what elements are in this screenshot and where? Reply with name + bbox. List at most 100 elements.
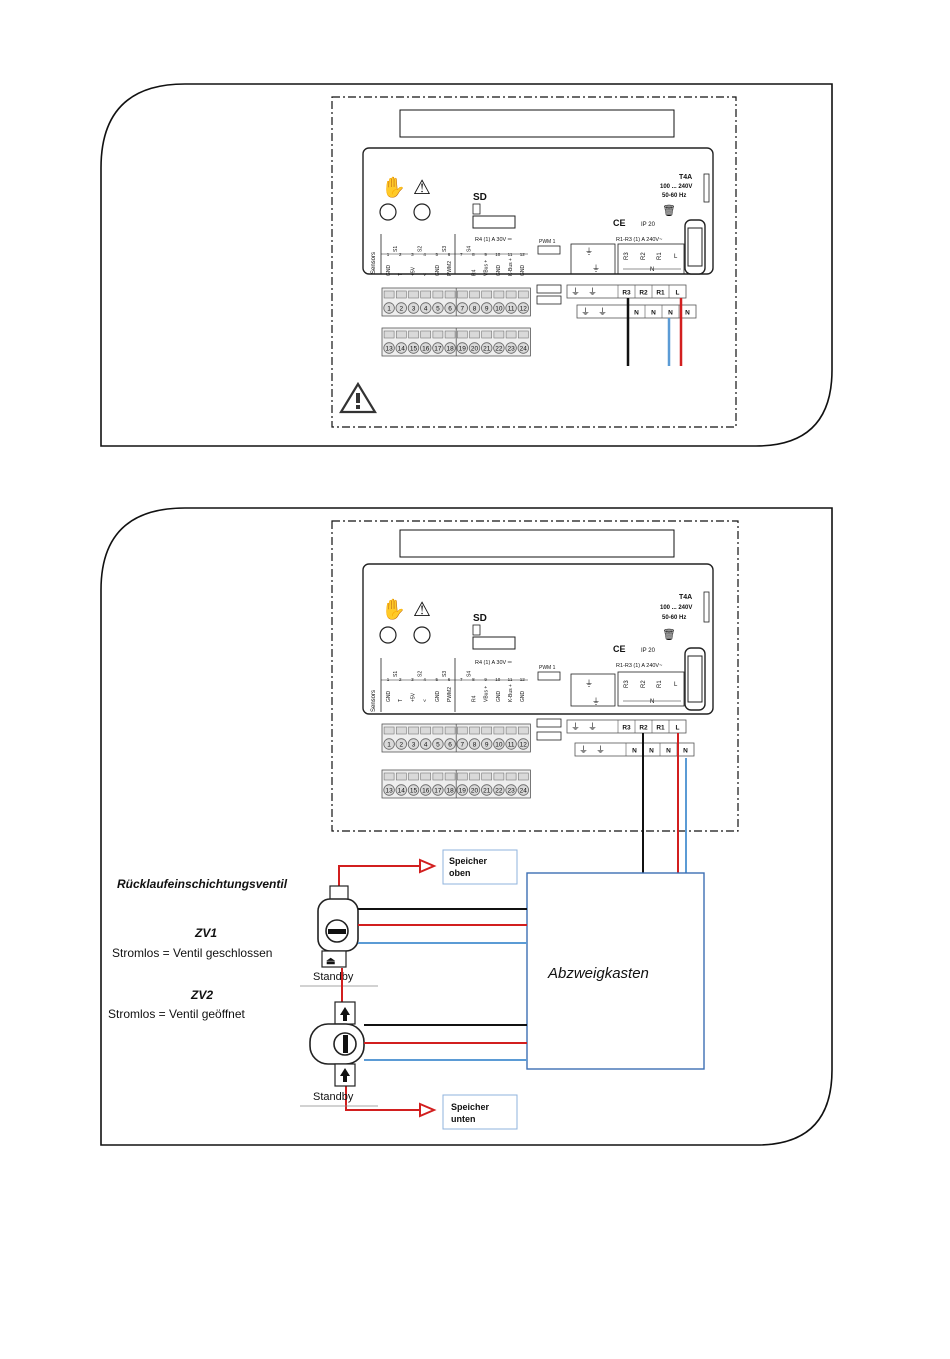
- terminal-row2-terminal-number: 22: [495, 346, 503, 353]
- terminal-row2-screw: [383, 772, 395, 781]
- ground-terminal-icon: ⏚: [571, 722, 580, 732]
- relay-label-r3: R3: [624, 680, 630, 688]
- relay-terminal-label: R2: [639, 290, 648, 297]
- button-warning[interactable]: [413, 203, 431, 221]
- terminal-row2-terminal-number: 20: [471, 346, 479, 353]
- terminal-row1-screw: [505, 290, 517, 299]
- terminal-row2-terminal: [468, 784, 481, 796]
- sensor-pin-number: 11: [508, 252, 513, 257]
- terminal-row2-terminal-number: 13: [385, 788, 393, 795]
- terminal-row1-terminal: [420, 738, 432, 750]
- sensor-pin-number: 3: [411, 677, 414, 682]
- terminal-row1-terminal-number: 6: [448, 742, 452, 749]
- terminal-row2-terminal-number: 17: [434, 346, 442, 353]
- sensor-pin-number: 10: [495, 677, 501, 682]
- sensor-group-label: S3: [442, 671, 448, 677]
- sensor-group-label: S4: [466, 671, 472, 677]
- relay-label-r1: R1: [657, 680, 663, 688]
- sensor-pin-label: GND: [496, 691, 502, 703]
- terminal-row2-terminal-number: 24: [520, 346, 528, 353]
- sensor-pin-number: 8: [472, 677, 475, 682]
- terminal-row2-terminal: [517, 784, 530, 796]
- relay-label-l: L: [674, 682, 678, 688]
- panel-2-border: [100, 507, 833, 1146]
- terminal-row1-screw: [408, 290, 419, 299]
- button-hand[interactable]: [379, 626, 397, 644]
- sensor-group-label: S4: [466, 246, 472, 252]
- neutral-terminal: [576, 304, 697, 319]
- relay-label-r1: R1: [657, 252, 663, 260]
- pwm-side-connector-a: [536, 284, 562, 294]
- terminal-row1-screw: [517, 726, 529, 735]
- terminal-row1-terminal: [444, 302, 456, 314]
- ground-terminal-icon: ⏚: [579, 745, 588, 755]
- terminal-row2-terminal-number: 23: [507, 346, 515, 353]
- fuse-symbol: [703, 173, 710, 203]
- terminal-row2-terminal-number: 22: [495, 788, 503, 795]
- terminal-row2-terminal: [383, 784, 395, 796]
- sensor-pin-label: GND: [520, 265, 526, 277]
- terminal-row2-terminal-number: 24: [520, 788, 528, 795]
- terminal-row1-terminal-number: 12: [520, 306, 528, 313]
- sd-label: SD: [473, 613, 487, 624]
- hand-icon: ✋: [381, 597, 406, 621]
- terminal-row2-terminal: [505, 342, 517, 354]
- terminal-row2-screw: [517, 330, 529, 339]
- button-hand[interactable]: [379, 203, 397, 221]
- ground-terminal-icon: ⏚: [581, 307, 590, 317]
- sensor-pin-label: K-Bus +: [508, 258, 514, 276]
- relay-label-r2: R2: [641, 680, 647, 688]
- terminal-row1-terminal-number: 8: [473, 306, 477, 313]
- ground-icon: ⏚: [585, 247, 593, 256]
- relay-terminal-label: R3: [622, 725, 631, 732]
- relay-label-l: L: [674, 254, 678, 260]
- neutral-terminal-label: N: [634, 310, 639, 317]
- terminal-row2-terminal-number: 15: [410, 346, 418, 353]
- sensor-pin-number: 2: [399, 677, 402, 682]
- terminal-row1-terminal: [407, 738, 420, 750]
- fuse-symbol: [703, 591, 710, 623]
- terminal-row1-terminal: [481, 738, 493, 750]
- controller-housing: [362, 147, 714, 275]
- button-warning[interactable]: [413, 626, 431, 644]
- sensor-pin-number: 12: [520, 677, 526, 682]
- valve-zv1-symbol-icon: ⏏: [326, 956, 336, 967]
- panel-1: ✋ ⚠ SD T4A 100 ... 240V 50-60 Hz CE IP 2…: [100, 83, 833, 447]
- sensor-pin-number: 5: [436, 677, 439, 682]
- terminal-row2-screw: [420, 772, 432, 781]
- sensor-pin-number: 1: [387, 252, 390, 257]
- terminal-row2-terminal: [468, 342, 481, 354]
- terminal-row1-terminal-number: 8: [473, 742, 477, 749]
- terminal-row2-terminal-number: 19: [459, 788, 467, 795]
- sensor-pin-label: GND: [435, 691, 441, 703]
- sensor-pin-label: R4: [471, 695, 477, 702]
- sensors-label: Sensors: [371, 252, 377, 274]
- relay-header-box: [617, 243, 685, 275]
- controller-housing: [362, 563, 714, 715]
- terminal-row2-terminal: [395, 784, 408, 796]
- terminal-row2-terminal: [481, 784, 493, 796]
- terminal-row1-screw: [456, 290, 468, 299]
- sensor-pin-header: [380, 234, 528, 274]
- relay-rating-high: R1-R3 (1) A 240V~: [616, 663, 662, 669]
- neutral-terminal-label: N: [651, 310, 656, 317]
- terminal-row1-terminal: [505, 738, 517, 750]
- terminal-row1-terminal-number: 9: [485, 306, 489, 313]
- terminal-row2-terminal: [517, 342, 530, 354]
- controller-unit-2: ✋ ⚠ SD T4A 100 ... 240V 50-60 Hz CE IP 2…: [362, 563, 714, 715]
- neutral-terminal-label: N: [683, 748, 688, 755]
- terminal-row1-terminal: [468, 302, 481, 314]
- valve-title: Rücklaufeinschichtungsventil: [117, 877, 288, 891]
- sensor-group-label: S2: [418, 671, 424, 677]
- terminal-row1-terminal-number: 1: [387, 742, 391, 749]
- panel-1-border: [100, 83, 833, 447]
- terminal-row1-screw: [505, 726, 517, 735]
- terminal-row2-terminal-number: 15: [410, 788, 418, 795]
- sensor-group-label: S3: [442, 246, 448, 252]
- ground-header-box: [570, 673, 616, 707]
- sensors-label: Sensors: [371, 690, 377, 712]
- pipe-to-storage-bottom: [345, 1083, 424, 1111]
